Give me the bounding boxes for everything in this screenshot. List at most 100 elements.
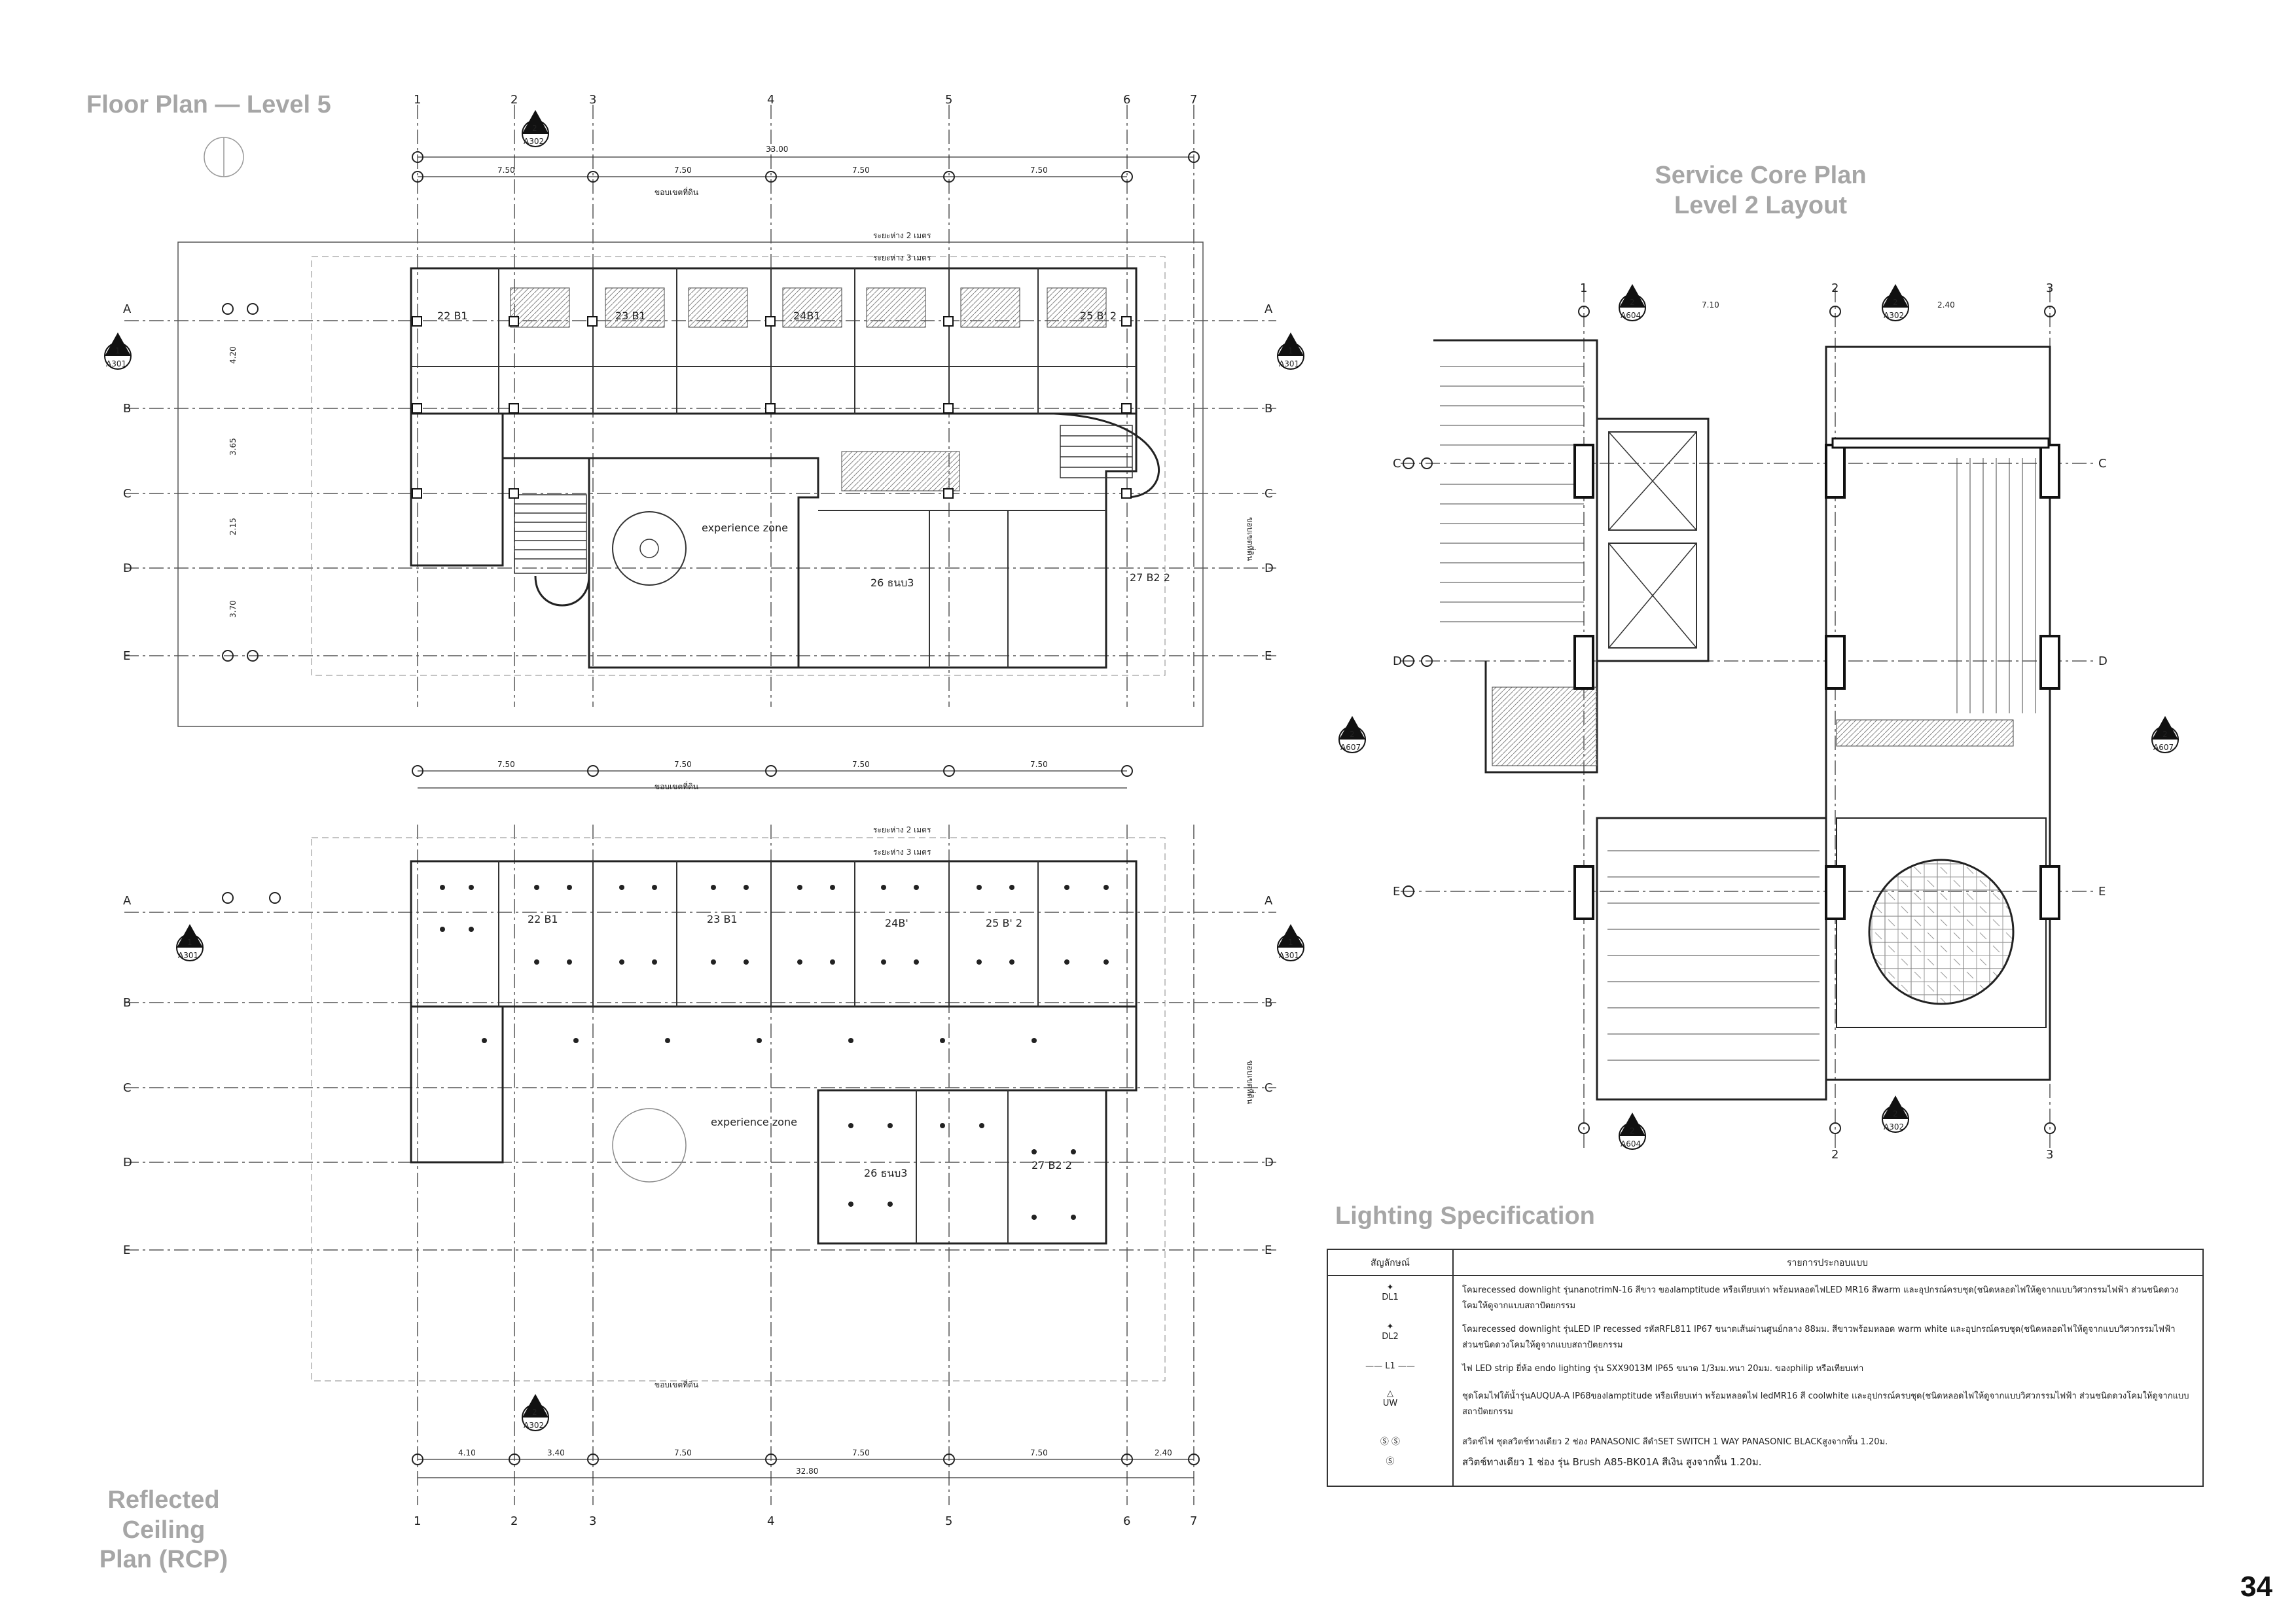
core-a302-bot-num: 2: [1893, 1109, 1898, 1118]
service-core-title-line2: Level 2 Layout: [1674, 191, 1847, 219]
dim-left-1: 4.20: [228, 346, 238, 364]
rcp-row-e: E: [123, 1243, 130, 1257]
lighting-title: Lighting Specification: [1335, 1202, 1595, 1230]
legend-header-symbol: สัญลักษณ์: [1371, 1258, 1410, 1268]
grid-col-3: 3: [589, 93, 596, 107]
dim-mid-1: 7.50: [497, 760, 515, 769]
room-23: 23 B1: [615, 310, 646, 322]
rcp-row-b-right: B: [1265, 996, 1272, 1010]
room-27: 27 B2 2: [1130, 571, 1170, 584]
core-section-a604-top: 2 A604: [1619, 284, 1646, 321]
grid-col-2: 2: [511, 93, 518, 107]
rcp-drawing: [124, 825, 1276, 1505]
grid-row-c-right: C: [1265, 487, 1273, 501]
page-number: 34: [2240, 1571, 2272, 1603]
rcp-section-marker-left: 1 A301: [176, 924, 204, 961]
rcp-setback-3m: ระยะห่าง 3 เมตร: [873, 847, 931, 857]
rcp-dim-3: 7.50: [674, 1448, 692, 1457]
rcp-room-25: 25 B' 2: [986, 917, 1022, 929]
section-left-ref: A301: [106, 359, 126, 368]
dim-left-2: 3.65: [228, 438, 238, 455]
legend-column-divider: [1452, 1250, 1454, 1486]
legend-desc-l1: ไฟ LED strip ยี่ห้อ endo lighting รุ่น S…: [1462, 1364, 1864, 1374]
core-col-3-bot: 3: [2046, 1148, 2053, 1162]
legend-header: สัญลักษณ์ รายการประกอบแบบ: [1328, 1250, 2202, 1276]
rcp-section-left-num: 1: [187, 938, 192, 947]
core-section-a607-right: 2 A607: [2151, 716, 2179, 753]
dim-mid-4: 7.50: [1030, 760, 1048, 769]
floor-plan-dimensions: 33.00 7.50 7.50 7.50 7.50 7.50 7.50 7.50…: [228, 145, 1048, 769]
grid-row-e: E: [123, 649, 130, 663]
rcp-col-5: 5: [945, 1514, 952, 1528]
legend-symbol-switch-2: Ⓢ Ⓢ: [1380, 1437, 1401, 1447]
rcp-section-right-ref: A301: [1279, 951, 1299, 960]
legend-symbol-switch-1: Ⓢ: [1386, 1457, 1395, 1467]
rcp-boundary-label: ขอบเขตที่ดิน: [655, 1379, 698, 1389]
core-col-2-bot: 2: [1831, 1148, 1839, 1162]
dim-span-3: 7.50: [852, 166, 870, 175]
legend-desc-switch-2: สวิตช์ไฟ ชุดสวิตช์ทางเดียว 2 ช่อง PANASO…: [1462, 1437, 1888, 1447]
section-top-ref: A302: [524, 137, 544, 146]
section-marker-left: 1 A301: [104, 332, 132, 370]
dim-mid-2: 7.50: [674, 760, 692, 769]
core-a604-top-num: 2: [1630, 298, 1635, 307]
legend-desc-dl1: โคมrecessed downlight รุ่นnanotrimN-16 ส…: [1462, 1285, 2179, 1311]
rcp-dim-2: 3.40: [547, 1448, 565, 1457]
section-left-num: 1: [115, 346, 120, 355]
core-a607-right-ref: A607: [2153, 743, 2174, 752]
setback-2m: ระยะห่าง 2 เมตร: [873, 231, 931, 240]
core-section-a607-left: 2 A607: [1338, 716, 1366, 753]
rcp-dim-total: 32.80: [796, 1467, 818, 1476]
legend-desc-uw: ชุดโคมไฟใต้น้ำรุ่นAUQUA-A IP68ของlamptit…: [1462, 1391, 2189, 1417]
dim-total: 33.00: [766, 145, 788, 154]
room-25: 25 B' 2: [1080, 310, 1117, 322]
grid-row-b: B: [123, 402, 131, 416]
floor-plan-row-labels: A B C D E A B C D E: [123, 302, 1274, 663]
legend-symbol-dl1: ✦DL1: [1382, 1283, 1399, 1302]
rcp-section-bottom-ref: A302: [524, 1421, 544, 1430]
rcp-row-e-right: E: [1265, 1243, 1272, 1257]
rcp-section-marker-right: 1 A301: [1277, 924, 1304, 961]
grid-col-7: 7: [1190, 93, 1197, 107]
floor-plan-annotations: ระยะห่าง 2 เมตร ระยะห่าง 3 เมตร ขอบเขตที…: [655, 187, 1256, 791]
dim-span-2: 7.50: [674, 166, 692, 175]
dim-mid-3: 7.50: [852, 760, 870, 769]
grid-col-5: 5: [945, 93, 952, 107]
room-22: 22 B1: [437, 310, 468, 322]
rcp-row-d: D: [123, 1156, 132, 1169]
rcp-col-3: 3: [589, 1514, 596, 1528]
rcp-boundary-side: ขอบเขตที่ดิน: [1246, 1060, 1256, 1104]
legend-desc-switch-1: สวิตช์ทางเดียว 1 ช่อง รุ่น Brush A85-BK0…: [1462, 1456, 1762, 1468]
rcp-section-bottom-num: 2: [532, 1408, 537, 1417]
grid-row-a-right: A: [1265, 302, 1273, 316]
rcp-section-right-num: 1: [1288, 938, 1293, 947]
floor-plan-rooms: 22 B1 23 B1 24B1 25 B' 2 26 ธนบ3 27 B2 2…: [437, 310, 1170, 589]
core-dim-2: 2.40: [1937, 300, 1955, 310]
grid-row-e-right: E: [1265, 649, 1272, 663]
rcp-title: Reflected Ceiling Plan (RCP): [65, 1486, 262, 1575]
rcp-row-c-right: C: [1265, 1081, 1273, 1095]
rcp-row-c: C: [123, 1081, 132, 1095]
core-section-a604-bot: 2 A604: [1619, 1113, 1646, 1150]
grid-row-a: A: [123, 302, 132, 316]
rcp-dim-4: 7.50: [852, 1448, 870, 1457]
service-core-drawing: [1401, 288, 2094, 1152]
grid-col-6: 6: [1123, 93, 1130, 107]
floor-plan-column-labels: 1 2 3 4 5 6 7: [414, 93, 1197, 107]
rcp-row-a: A: [123, 894, 132, 908]
setback-3m: ระยะห่าง 3 เมตร: [873, 253, 931, 262]
core-a302-top-ref: A302: [1884, 311, 1904, 320]
downlight-ip-icon: ✦: [1386, 1322, 1394, 1332]
service-core-title: Service Core Plan Level 2 Layout: [1623, 161, 1898, 221]
rcp-col-1: 1: [414, 1514, 421, 1528]
legend-desc-dl2: โคมrecessed downlight รุ่นLED IP recesse…: [1462, 1325, 2176, 1350]
core-a607-right-num: 2: [2162, 730, 2168, 739]
core-row-d-right: D: [2098, 654, 2108, 668]
grid-row-b-right: B: [1265, 402, 1272, 416]
rcp-annotations: ระยะห่าง 2 เมตร ระยะห่าง 3 เมตร ขอบเขตที…: [655, 825, 1256, 1389]
rcp-room-23: 23 B1: [707, 913, 738, 925]
grid-col-4: 4: [767, 93, 774, 107]
core-row-d: D: [1393, 654, 1402, 668]
rcp-dimensions: 4.10 3.40 7.50 7.50 7.50 2.40 32.80: [458, 1448, 1172, 1476]
